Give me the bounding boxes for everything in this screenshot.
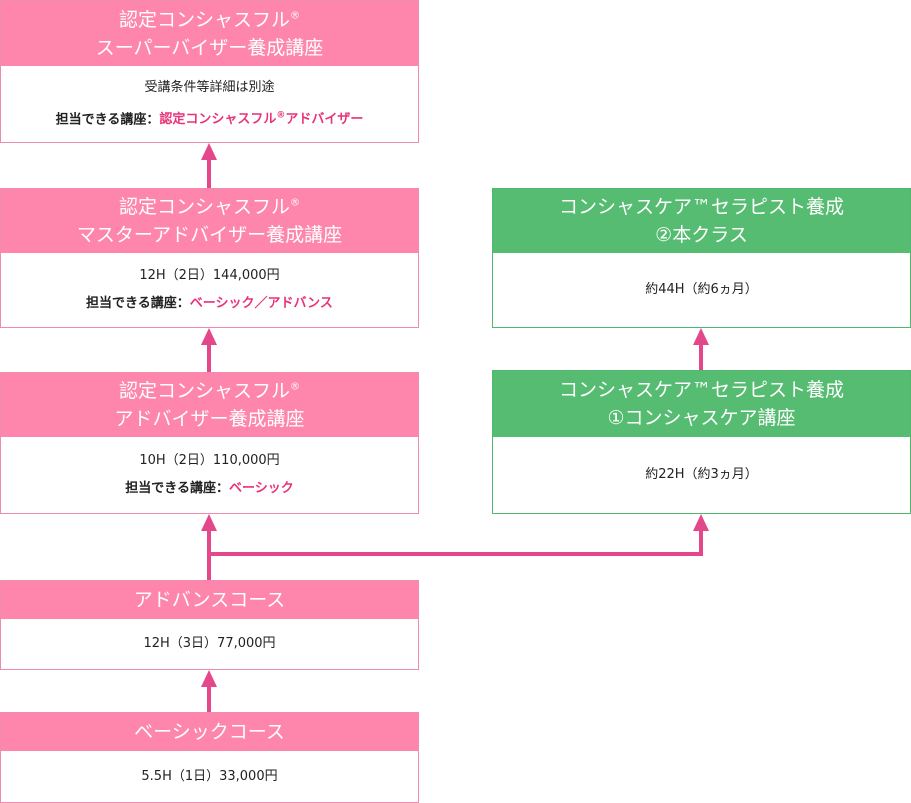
card-advisor-course: 認定コンシャスフル® アドバイザー養成講座 10H（2日）110,000円 担当… bbox=[0, 372, 419, 514]
arrowhead-advisor bbox=[201, 514, 217, 531]
card-role: 担当できる講座：ベーシック bbox=[125, 479, 294, 499]
card-title-line2: スーパーバイザー養成講座 bbox=[95, 36, 324, 59]
card-header: アドバンスコース bbox=[1, 581, 418, 619]
card-header: 認定コンシャスフル® アドバイザー養成講座 bbox=[1, 373, 418, 437]
card-title-line1: コンシャスケア™セラピスト養成 bbox=[558, 196, 844, 218]
card-title-line1: 認定コンシャスフル bbox=[118, 380, 290, 402]
card-role: 担当できる講座：ベーシック／アドバンス bbox=[86, 294, 333, 314]
card-header: 認定コンシャスフル® スーパーバイザー養成講座 bbox=[1, 1, 418, 66]
card-master-advisor-course: 認定コンシャスフル® マスターアドバイザー養成講座 12H（2日）144,000… bbox=[0, 188, 419, 328]
card-header: コンシャスケア™セラピスト養成 ②本クラス bbox=[493, 189, 910, 253]
role-courses: ベーシック／アドバンス bbox=[189, 296, 333, 311]
card-basic-course: ベーシックコース 5.5H（1日）33,000円 bbox=[0, 712, 419, 803]
card-detail: 約44H（約6ヵ月） bbox=[645, 282, 758, 297]
card-body: 5.5H（1日）33,000円 bbox=[1, 751, 418, 802]
card-title-line2: マスターアドバイザー養成講座 bbox=[76, 224, 343, 246]
card-body: 10H（2日）110,000円 担当できる講座：ベーシック bbox=[1, 437, 418, 513]
card-title: アドバンスコース bbox=[133, 589, 286, 611]
card-conscious-care-course: コンシャスケア™セラピスト養成 ①コンシャスケア講座 約22H（約3ヵ月） bbox=[492, 370, 911, 514]
card-body: 12H（2日）144,000円 担当できる講座：ベーシック／アドバンス bbox=[1, 253, 418, 327]
arrowhead-master bbox=[201, 328, 217, 345]
registered-mark: ® bbox=[290, 10, 300, 22]
card-title-line1: コンシャスケア™セラピスト養成 bbox=[558, 379, 844, 401]
card-body: 約44H（約6ヵ月） bbox=[493, 253, 910, 327]
arrowhead-advance bbox=[201, 670, 217, 687]
card-header: ベーシックコース bbox=[1, 713, 418, 751]
card-detail: 受講条件等詳細は別途 bbox=[144, 79, 275, 95]
card-conscious-care-main-class: コンシャスケア™セラピスト養成 ②本クラス 約44H（約6ヵ月） bbox=[492, 188, 911, 328]
card-title-line2: ②本クラス bbox=[655, 224, 748, 246]
role-label: 担当できる講座： bbox=[55, 112, 160, 128]
registered-mark: ® bbox=[290, 197, 300, 209]
arrowhead-supervisor bbox=[201, 143, 217, 160]
role-courses: 認定コンシャスフル®アドバイザー bbox=[159, 110, 364, 128]
card-title-line2: アドバイザー養成講座 bbox=[114, 408, 305, 430]
role-label: 担当できる講座： bbox=[86, 296, 190, 311]
card-detail: 5.5H（1日）33,000円 bbox=[141, 768, 278, 784]
arrowhead-care2 bbox=[693, 328, 709, 345]
arrowhead-care1 bbox=[693, 514, 709, 531]
card-header: コンシャスケア™セラピスト養成 ①コンシャスケア講座 bbox=[493, 371, 910, 437]
registered-mark: ® bbox=[290, 381, 300, 393]
card-advance-course: アドバンスコース 12H（3日）77,000円 bbox=[0, 580, 419, 670]
card-title-line2: ①コンシャスケア講座 bbox=[607, 407, 796, 429]
card-detail: 10H（2日）110,000円 bbox=[139, 453, 280, 468]
card-title-line1: 認定コンシャスフル bbox=[118, 196, 290, 218]
card-body: 約22H（約3ヵ月） bbox=[493, 437, 910, 513]
card-role: 担当できる講座：認定コンシャスフル®アドバイザー bbox=[56, 106, 364, 130]
card-title-line1: 認定コンシャスフル bbox=[118, 8, 290, 31]
card-body: 12H（3日）77,000円 bbox=[1, 619, 418, 669]
role-courses: ベーシック bbox=[229, 481, 294, 496]
card-title: ベーシックコース bbox=[134, 721, 285, 743]
card-detail: 約22H（約3ヵ月） bbox=[645, 467, 758, 482]
card-detail: 12H（2日）144,000円 bbox=[139, 268, 280, 283]
card-header: 認定コンシャスフル® マスターアドバイザー養成講座 bbox=[1, 189, 418, 253]
card-supervisor-course: 認定コンシャスフル® スーパーバイザー養成講座 受講条件等詳細は別途 担当できる… bbox=[0, 0, 419, 143]
role-label: 担当できる講座： bbox=[125, 481, 229, 496]
card-body: 受講条件等詳細は別途 担当できる講座：認定コンシャスフル®アドバイザー bbox=[1, 66, 418, 142]
card-detail: 12H（3日）77,000円 bbox=[143, 636, 276, 651]
